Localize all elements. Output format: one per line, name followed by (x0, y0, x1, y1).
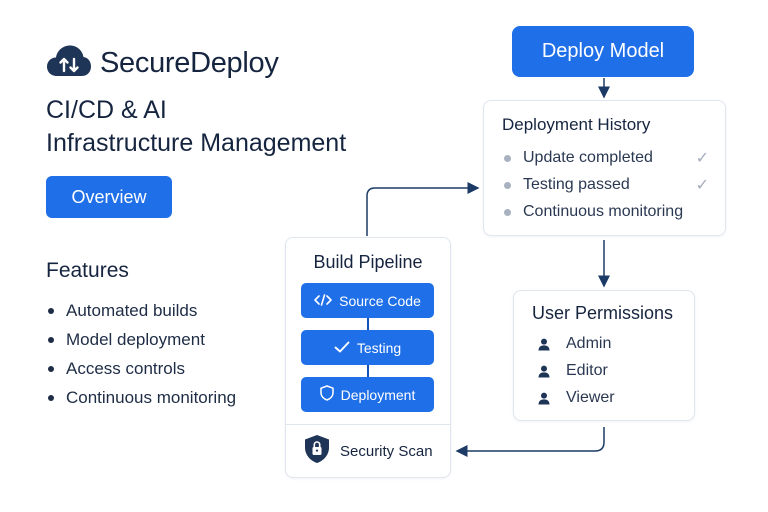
permission-label: Admin (566, 335, 612, 352)
permission-label: Editor (566, 362, 608, 379)
page-subtitle: CI/CD & AI Infrastructure Management (46, 94, 346, 160)
user-permissions-card: User Permissions Admin Editor Viewer (513, 290, 695, 421)
stage-connector (367, 318, 369, 330)
history-item: Testing passed ✓ (504, 174, 709, 196)
history-item-label: Testing passed (523, 176, 630, 193)
brand: SecureDeploy (46, 44, 279, 83)
stage-source-code[interactable]: Source Code (301, 283, 434, 318)
permission-item-viewer: Viewer (534, 387, 615, 409)
feature-item: Automated builds (46, 298, 236, 327)
security-scan[interactable]: Security Scan (304, 434, 433, 468)
brand-name: SecureDeploy (100, 47, 279, 79)
history-item: Continuous monitoring (504, 201, 709, 223)
stage-label: Deployment (340, 386, 416, 403)
features-heading: Features (46, 259, 129, 282)
permission-item-admin: Admin (534, 333, 611, 355)
user-icon (534, 392, 554, 405)
check-icon: ✓ (695, 177, 709, 194)
history-item-label: Continuous monitoring (523, 203, 684, 220)
shield-icon (319, 385, 334, 404)
user-permissions-title: User Permissions (532, 303, 674, 323)
build-pipeline-title: Build Pipeline (313, 252, 423, 272)
deploy-model-button[interactable]: Deploy Model (512, 26, 694, 77)
stage-testing[interactable]: Testing (301, 330, 434, 365)
cloud-sync-icon (46, 44, 92, 83)
code-icon (314, 293, 332, 309)
feature-item: Model deployment (46, 327, 236, 356)
permission-item-editor: Editor (534, 360, 608, 382)
bullet-dot-icon (504, 181, 511, 189)
divider (286, 424, 450, 425)
stage-label: Source Code (339, 292, 421, 309)
feature-item: Continuous monitoring (46, 385, 236, 414)
subtitle-line-1: CI/CD & AI (46, 96, 167, 124)
stage-deployment[interactable]: Deployment (301, 377, 434, 412)
permission-label: Viewer (566, 389, 615, 406)
check-icon: ✓ (695, 150, 709, 167)
subtitle-line-2: Infrastructure Management (46, 129, 347, 157)
bullet-dot-icon (504, 154, 511, 162)
feature-item: Access controls (46, 356, 236, 385)
shield-lock-icon (304, 434, 330, 468)
arrow-pipeline-to-history (366, 182, 480, 236)
features-list: Automated builds Model deployment Access… (46, 298, 236, 414)
stage-connector (367, 365, 369, 377)
overview-button[interactable]: Overview (46, 176, 172, 218)
security-scan-label: Security Scan (340, 442, 433, 460)
stage-label: Testing (356, 339, 402, 356)
build-pipeline-card: Build Pipeline Source Code Testing Deplo… (285, 237, 451, 478)
deployment-history-card: Deployment History Update completed ✓ Te… (483, 100, 726, 236)
check-icon (334, 340, 350, 356)
history-item-label: Update completed (523, 149, 653, 166)
user-icon (534, 365, 554, 378)
history-item: Update completed ✓ (504, 147, 709, 169)
bullet-dot-icon (504, 208, 511, 216)
arrow-permissions-to-scan (455, 427, 605, 457)
deployment-history-title: Deployment History (502, 115, 651, 134)
user-icon (534, 338, 554, 351)
